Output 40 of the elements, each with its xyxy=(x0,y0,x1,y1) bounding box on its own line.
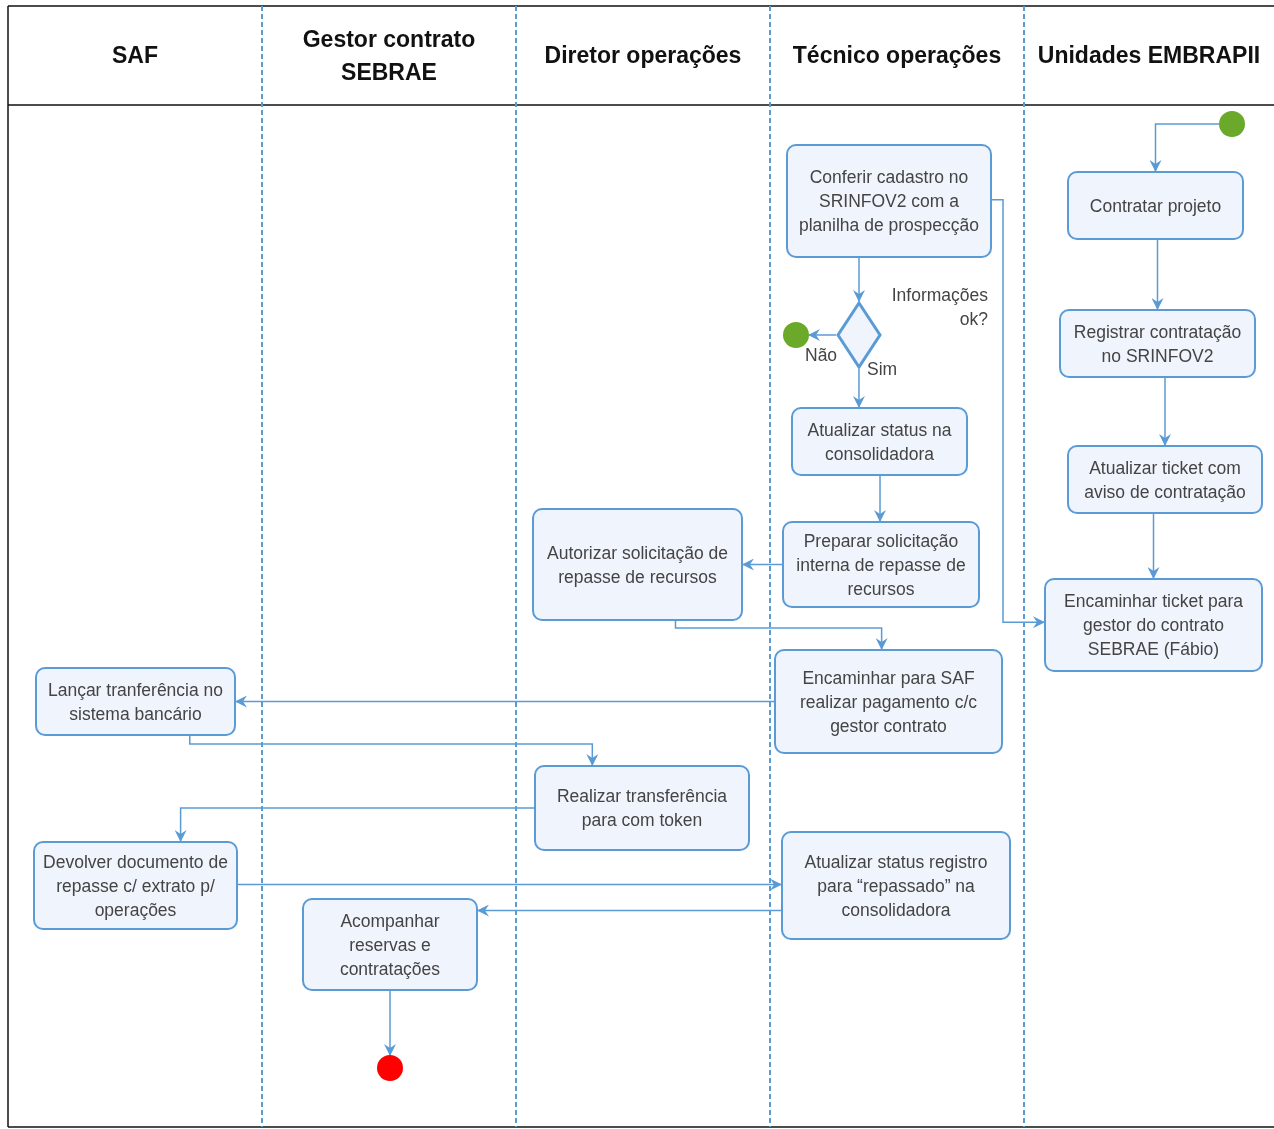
activity-box: Acompanhar reservas e contratações xyxy=(302,898,478,991)
arrow xyxy=(808,329,837,341)
decision-label: Informações ok? xyxy=(890,284,988,331)
arrow xyxy=(742,558,783,571)
start-node xyxy=(783,322,809,348)
activity-box: Devolver documento de repasse c/ extrato p/ operações xyxy=(33,841,238,930)
end-node xyxy=(377,1055,403,1081)
arrow xyxy=(1159,377,1171,446)
arrow xyxy=(384,990,396,1056)
arrow xyxy=(874,475,886,522)
arrow xyxy=(1147,513,1160,579)
arrow xyxy=(1149,123,1220,172)
activity-box: Atualizar status registro para “repassado” na consolidadora xyxy=(781,831,1011,940)
arrow xyxy=(674,620,888,650)
activity-box: Preparar solicitação interna de repasse de recursos xyxy=(782,521,980,608)
activity-box: Encaminhar ticket para gestor do contrato SEBRAE (Fábio) xyxy=(1044,578,1263,672)
lane-header: Gestor contrato SEBRAE xyxy=(301,25,477,87)
arrow xyxy=(235,695,775,708)
activity-box: Encaminhar para SAF realizar pagamento c/c gestor contrato xyxy=(774,649,1003,754)
activity-box: Conferir cadastro no SRINFOV2 com a planilha de prospecção xyxy=(786,144,992,258)
start-node xyxy=(1219,111,1245,137)
lane-header: Unidades EMBRAPII xyxy=(1037,41,1261,71)
arrow xyxy=(991,199,1045,629)
lane-header: Técnico operações xyxy=(792,41,1002,71)
activity-box: Atualizar ticket com aviso de contratação xyxy=(1067,445,1263,514)
arrow xyxy=(477,904,782,917)
arrow xyxy=(189,735,599,766)
activity-box: Realizar transferência para com token xyxy=(534,765,750,851)
activity-box: Contratar projeto xyxy=(1067,171,1244,240)
arrow xyxy=(1151,239,1164,310)
lane-header: Diretor operações xyxy=(544,41,742,71)
activity-box: Registrar contratação no SRINFOV2 xyxy=(1059,309,1256,378)
activity-box: Atualizar status na consolidadora xyxy=(791,407,968,476)
lane-header: SAF xyxy=(112,41,158,71)
activity-box: Autorizar solicitação de repasse de recursos xyxy=(532,508,743,621)
arrow xyxy=(174,807,535,842)
activity-box: Lançar tranferência no sistema bancário xyxy=(35,667,236,736)
arrow xyxy=(852,368,865,408)
arrow xyxy=(853,257,865,302)
arrow xyxy=(237,878,782,891)
